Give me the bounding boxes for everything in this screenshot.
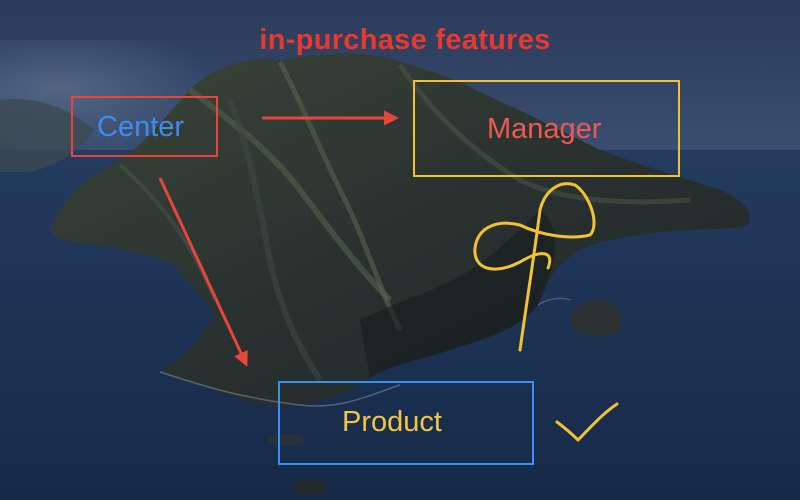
product-box <box>278 381 534 465</box>
manager-label: Manager <box>487 113 602 145</box>
center-label: Center <box>97 111 185 143</box>
manager-box <box>413 80 680 177</box>
diagram-title: in-purchase features <box>259 24 551 56</box>
product-label: Product <box>342 406 442 438</box>
center-box <box>71 96 218 157</box>
